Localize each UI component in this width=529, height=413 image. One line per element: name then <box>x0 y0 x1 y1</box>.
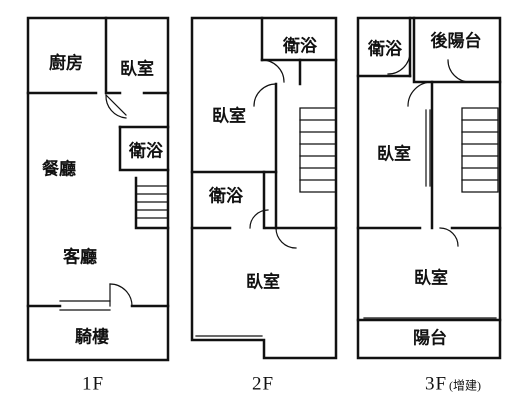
floor-2f-stairs <box>299 107 337 193</box>
floor-3f-doors <box>363 51 497 319</box>
room-3f-bathroom: 衛浴 <box>368 39 402 60</box>
room-2f-bathroom-lower: 衛浴 <box>209 186 243 207</box>
floor-1f-walls <box>26 16 170 362</box>
floor-label-1f-text: 1F <box>81 373 105 395</box>
room-1f-kitchen: 廚房 <box>49 53 83 74</box>
floor-label-1f: 1F <box>82 375 104 394</box>
room-1f-living: 客廳 <box>63 247 97 268</box>
floor-label-3f-text: 3F <box>424 373 448 395</box>
floor-label-3f: 3F(增建) <box>425 375 481 394</box>
room-1f-arcade: 騎樓 <box>75 327 109 348</box>
floor-3f-stairs <box>461 107 499 193</box>
room-3f-bedroom-lower: 臥室 <box>414 268 448 289</box>
floor-3f-walls <box>356 16 502 360</box>
floor-label-2f-text: 2F <box>251 373 275 395</box>
room-2f-bedroom-lower: 臥室 <box>246 272 280 293</box>
floor-1f-doors <box>59 94 133 311</box>
room-3f-bedroom-top: 臥室 <box>377 144 411 165</box>
floor-label-3f-note: (增建) <box>449 378 482 393</box>
room-1f-bedroom: 臥室 <box>120 59 154 80</box>
room-3f-rear-balcony: 後陽台 <box>430 31 482 52</box>
floor-2f-walls <box>190 16 338 360</box>
room-3f-balcony: 陽台 <box>413 328 447 349</box>
floor-1f-stairs <box>135 185 169 219</box>
floor-label-2f: 2F <box>252 375 274 394</box>
room-1f-bathroom: 衛浴 <box>129 141 163 162</box>
floor-2f-doors <box>195 59 297 337</box>
room-1f-dining: 餐廳 <box>42 159 76 180</box>
room-2f-bedroom-top: 臥室 <box>212 106 246 127</box>
room-2f-bathroom-top: 衛浴 <box>283 36 317 57</box>
